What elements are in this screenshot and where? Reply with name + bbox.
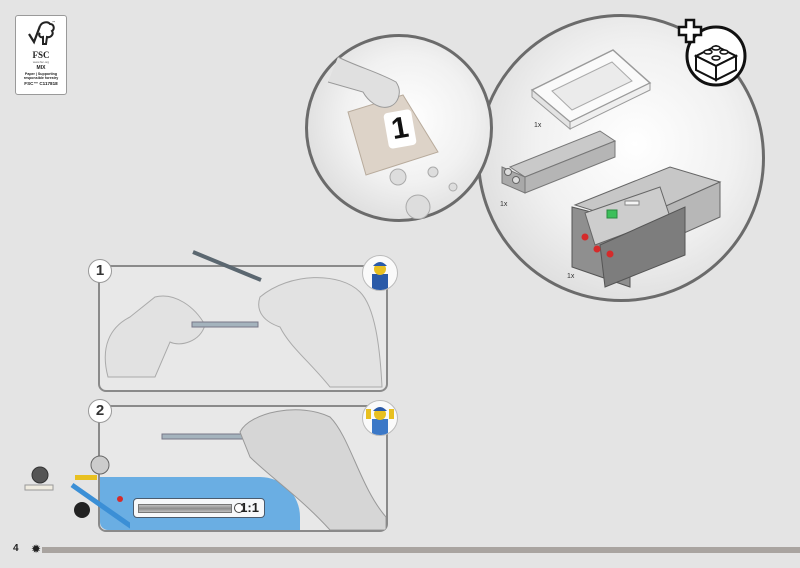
minifig-icon bbox=[366, 407, 394, 435]
axle-scale-ruler: 1:1 bbox=[133, 498, 265, 518]
page-number: 4 bbox=[13, 543, 19, 554]
step-1-illustration bbox=[104, 277, 383, 388]
battery-cover-quantity: 1x bbox=[500, 201, 508, 208]
blue-beam-piece bbox=[70, 482, 130, 529]
fsc-brand: FSC bbox=[32, 50, 50, 60]
minifig-avatar-step-2 bbox=[362, 400, 398, 436]
clock-icon bbox=[234, 503, 244, 513]
long-axle-piece bbox=[192, 250, 262, 282]
scale-label: 1:1 bbox=[240, 500, 259, 515]
fsc-tree-icon: ™ bbox=[28, 20, 55, 45]
fsc-website: www.fsc.org bbox=[32, 60, 50, 64]
axle-silhouette bbox=[138, 504, 232, 513]
hub-part bbox=[571, 166, 722, 288]
right-hand-icon bbox=[258, 277, 383, 388]
step-2-illustration bbox=[161, 409, 386, 530]
step-1-panel bbox=[98, 265, 388, 392]
left-hand-icon bbox=[104, 295, 206, 378]
fsc-description: Paper | Supporting responsible forestry bbox=[23, 72, 59, 81]
footer-bar bbox=[42, 547, 800, 553]
hand-icon bbox=[239, 409, 386, 530]
minifig-avatar-step-1 bbox=[362, 255, 398, 291]
hub-button bbox=[606, 209, 618, 219]
add-brick-icon bbox=[674, 16, 750, 88]
fsc-label: ™ FSC www.fsc.org MIX Paper | Supporting… bbox=[15, 15, 67, 95]
fsc-code: FSC™ C117818 bbox=[24, 81, 58, 87]
minifig-icon bbox=[372, 262, 388, 290]
battery-cover-part bbox=[501, 130, 617, 194]
step-2-number: 2 bbox=[88, 399, 112, 423]
sun-gear-icon: ✹ bbox=[31, 542, 42, 556]
step-1-number: 1 bbox=[88, 259, 112, 283]
fsc-mix: MIX bbox=[36, 65, 46, 71]
loose-parts-pile bbox=[24, 455, 130, 529]
hand-icon bbox=[327, 56, 400, 108]
frame-part bbox=[530, 49, 652, 131]
bag-number: 1 bbox=[383, 108, 417, 150]
frame-quantity: 1x bbox=[534, 122, 542, 129]
axle-piece bbox=[191, 321, 259, 328]
hub-quantity: 1x bbox=[567, 273, 575, 280]
parts-illustration bbox=[501, 49, 722, 288]
bag-callout: 1 bbox=[305, 34, 493, 222]
axle-piece bbox=[161, 433, 248, 440]
fsc-trademark: ™ bbox=[52, 20, 55, 24]
